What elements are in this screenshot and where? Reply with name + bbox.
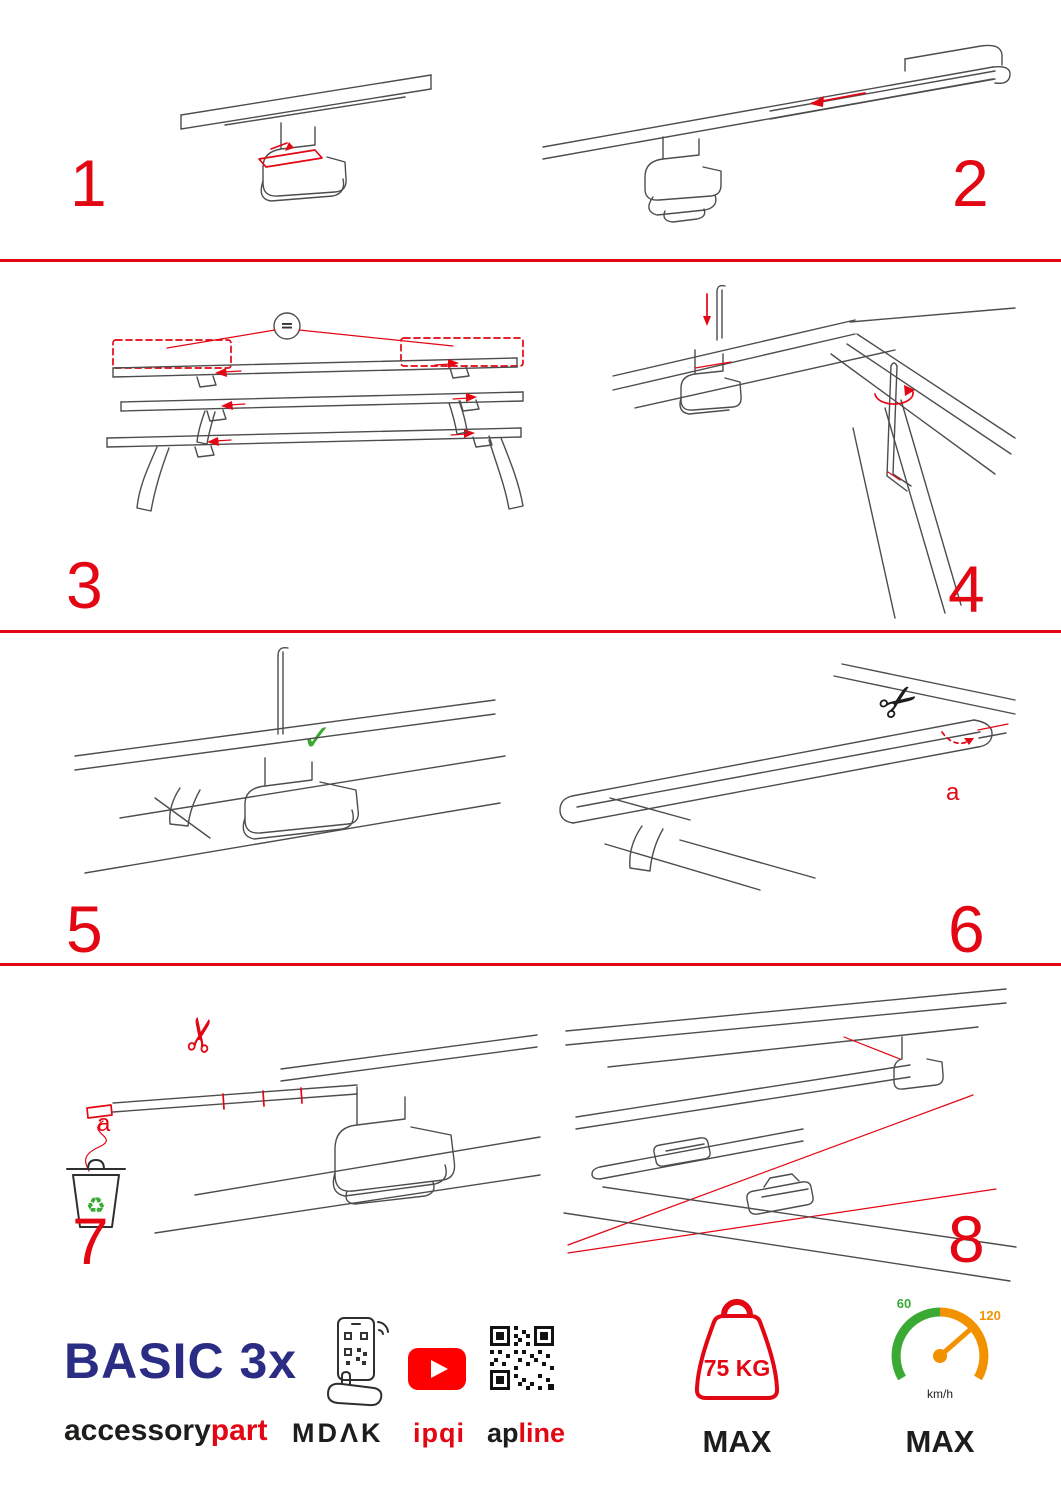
discard-path: [85, 1120, 107, 1172]
step-8-number: 8: [948, 1202, 985, 1276]
step-3-drawing: =: [106, 312, 524, 512]
slide-arrow: [810, 92, 866, 107]
apline-red: line: [518, 1418, 566, 1448]
section-divider-2: [0, 630, 1061, 633]
push-down-arrow: [703, 293, 711, 326]
step-6-number: 6: [948, 892, 985, 966]
weight-limit-icon: 75 KG: [672, 1296, 802, 1408]
t-adapter-piece: [746, 1173, 814, 1215]
step-1-drawing: [180, 74, 432, 202]
scissors-icon-red: ✂: [171, 1011, 231, 1058]
step-6-illustration: ✂ a: [550, 648, 1020, 908]
equal-label: =: [280, 316, 293, 335]
weight-max-label: MAX: [702, 1424, 772, 1459]
mdak-logo: MDΛK: [292, 1418, 384, 1448]
measure-span-right: [400, 337, 524, 367]
step-5-illustration: ✓: [60, 638, 515, 903]
product-name: BASIC 3x: [64, 1333, 298, 1389]
cut-marks: [222, 1087, 303, 1110]
part-a-label: a: [97, 1110, 111, 1137]
brand-red: part: [210, 1414, 268, 1447]
leader-lines: [567, 1036, 997, 1254]
weight-value: 75 KG: [704, 1355, 770, 1381]
speedometer-icon: 60 120 km/h: [876, 1292, 1004, 1410]
trash-bin-icon: ♻: [66, 1159, 126, 1228]
equal-spacing-badge: =: [273, 312, 301, 340]
qr-code: [490, 1326, 554, 1390]
brand-wordmark: accessorypart: [64, 1414, 267, 1448]
insert-plate-highlight: [258, 142, 323, 168]
measure-span-left: [112, 339, 232, 369]
step-4-number: 4: [948, 552, 985, 626]
step-1-number: 1: [70, 146, 107, 220]
step-3-number: 3: [66, 548, 103, 622]
part-a-label: a: [946, 779, 960, 806]
step-4-illustration: [595, 278, 1020, 623]
brand-black: accessory: [64, 1414, 211, 1447]
alignment-arrows: [207, 359, 477, 446]
step-8-drawing: [563, 988, 1017, 1282]
step-7-number: 7: [72, 1204, 109, 1278]
recycle-icon: ♻: [86, 1194, 106, 1219]
adapter-on-bar: [653, 1137, 711, 1167]
section-divider-3: [0, 963, 1061, 966]
apline-logo: apline: [487, 1418, 565, 1449]
phone-qr-icon: [316, 1314, 396, 1409]
speed-low-label: 60: [897, 1296, 911, 1311]
youtube-icon: [408, 1348, 466, 1390]
step-7-illustration: ✂ a ♻: [45, 985, 541, 1250]
section-divider-1: [0, 259, 1061, 262]
speed-high-label: 120: [979, 1308, 1001, 1323]
step-2-illustration: [515, 25, 1020, 223]
step-2-number: 2: [952, 146, 989, 220]
scissors-icon: ✂: [867, 669, 930, 735]
step-7-drawing: ✂ a ♻: [66, 1011, 541, 1234]
speed-unit-label: km/h: [927, 1387, 953, 1401]
step-3-illustration: =: [55, 280, 555, 530]
step-6-drawing: ✂ a: [559, 663, 1016, 891]
step-4-drawing: [612, 284, 1016, 619]
cut-line: [941, 731, 974, 745]
apline-black: ap: [487, 1418, 519, 1448]
step-5-number: 5: [66, 892, 103, 966]
step-8-illustration: [548, 975, 1023, 1290]
ipqi-logo: ipqi: [413, 1418, 465, 1448]
rotate-arrow: [874, 385, 915, 405]
step-5-drawing: ✓: [74, 646, 506, 874]
speed-max-label: MAX: [905, 1424, 975, 1459]
step-2-drawing: [542, 44, 1011, 223]
allen-key: [886, 362, 912, 492]
cut-off-piece: [86, 1104, 113, 1119]
step-1-illustration: [165, 55, 445, 235]
